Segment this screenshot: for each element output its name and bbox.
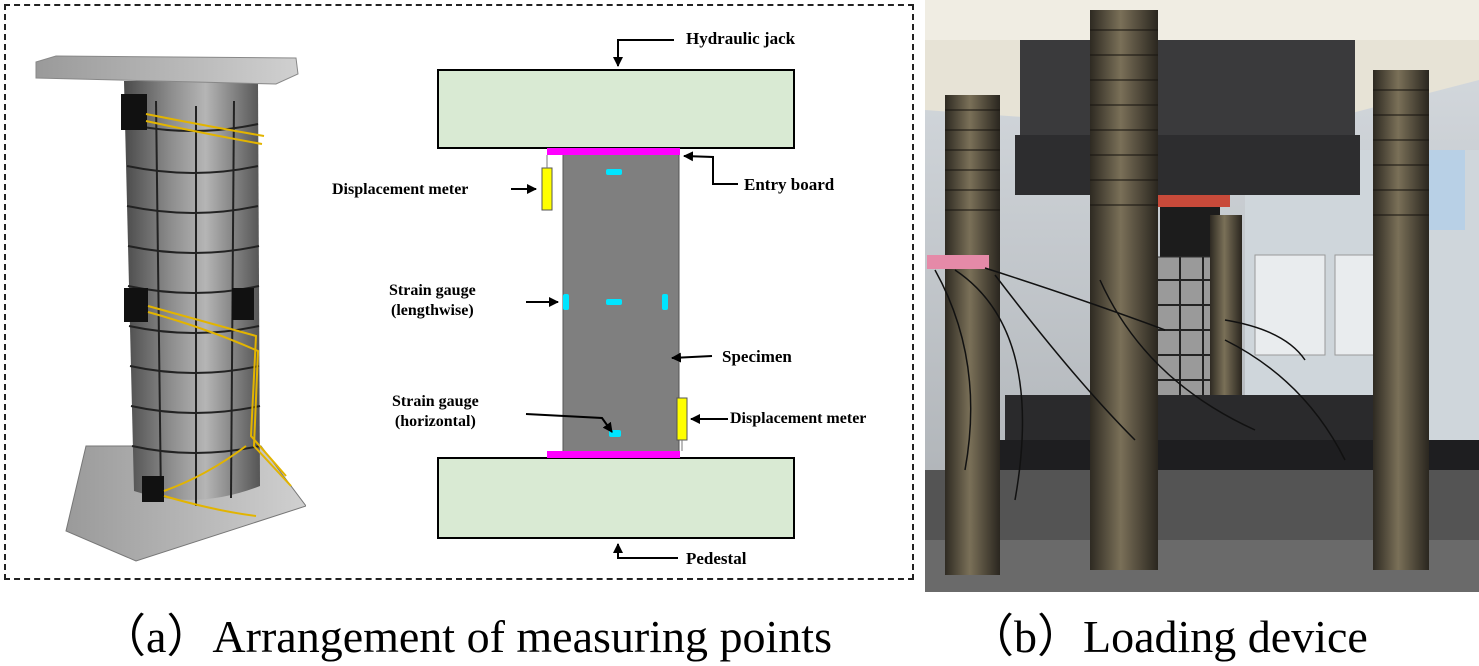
label-strain-gauge-lengthwise-line2: (lengthwise) [391,302,474,319]
pedestal-plate [437,457,795,539]
hydraulic-jack-plate [437,69,795,149]
schematic-diagram [437,39,795,559]
label-pedestal: Pedestal [686,549,747,568]
strain-gauge-mid-left [563,294,569,310]
label-strain-gauge-horizontal: Strain gauge (horizontal) [392,392,479,432]
label-hydraulic-jack: Hydraulic jack [686,29,796,48]
label-displacement-meter-left: Displacement meter [332,181,469,198]
displacement-meter-right [676,397,688,441]
displacement-meter-left [541,167,553,211]
label-strain-gauge-horizontal-line1: Strain gauge [392,393,479,410]
loading-device-illustration [925,0,1479,592]
entry-board-bottom [547,451,680,458]
specimen-photo [35,55,306,562]
strain-gauge-mid-center [606,299,622,305]
label-strain-gauge-lengthwise-line1: Strain gauge [389,282,476,299]
strain-gauge-top [606,169,622,175]
label-strain-gauge-lengthwise: Strain gauge (lengthwise) [389,281,476,321]
label-strain-gauge-horizontal-line2: (horizontal) [394,413,476,430]
label-displacement-meter-right: Displacement meter [730,410,867,427]
label-entry-board: Entry board [744,175,835,194]
panel-a-measuring-points: Hydraulic jack Entry board Displacement … [4,4,914,580]
label-specimen: Specimen [722,347,792,366]
caption-b: （b）Loading device [968,611,1368,662]
caption-a: （a）Arrangement of measuring points [100,611,832,662]
panel-b-loading-device-photo [925,0,1479,592]
strain-gauge-mid-right [662,294,668,310]
entry-board-top [547,148,680,155]
